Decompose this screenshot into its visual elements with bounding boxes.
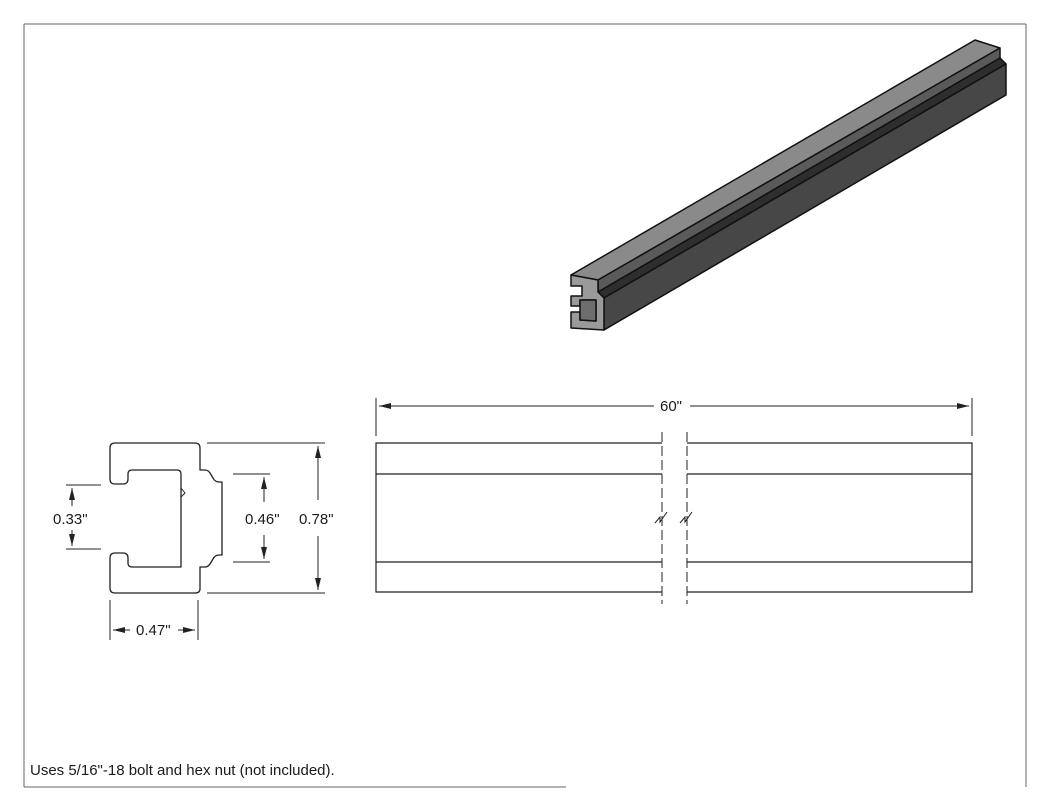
usage-note: Uses 5/16"-18 bolt and hex nut (not incl…: [30, 762, 335, 779]
side-view-left-segment: [375, 442, 662, 593]
isometric-extrusion-view: [570, 39, 1007, 331]
extrusion-end-inner: [579, 299, 597, 322]
side-view: [375, 432, 973, 604]
channel-dimension-label: 0.33": [53, 511, 88, 528]
length-dimension-label: 60": [660, 398, 682, 415]
side-view-right-segment: [687, 442, 973, 593]
slot-dimension-label: 0.46": [245, 511, 280, 528]
drawing-border: [23, 23, 1027, 788]
height-dimension-label: 0.78": [299, 511, 334, 528]
break-symbol: [654, 511, 693, 524]
cross-section-profile: [109, 442, 223, 594]
break-lines: [661, 432, 688, 604]
width-dimension-label: 0.47": [136, 622, 171, 639]
cross-section-dimensions: [66, 442, 325, 640]
length-dimensions: [375, 398, 973, 436]
extrusion-upper-lip: [597, 47, 1001, 293]
extrusion-front-face: [603, 63, 1007, 331]
extrusion-top-face: [570, 39, 1001, 281]
extrusion-slot-groove: [597, 57, 1007, 299]
